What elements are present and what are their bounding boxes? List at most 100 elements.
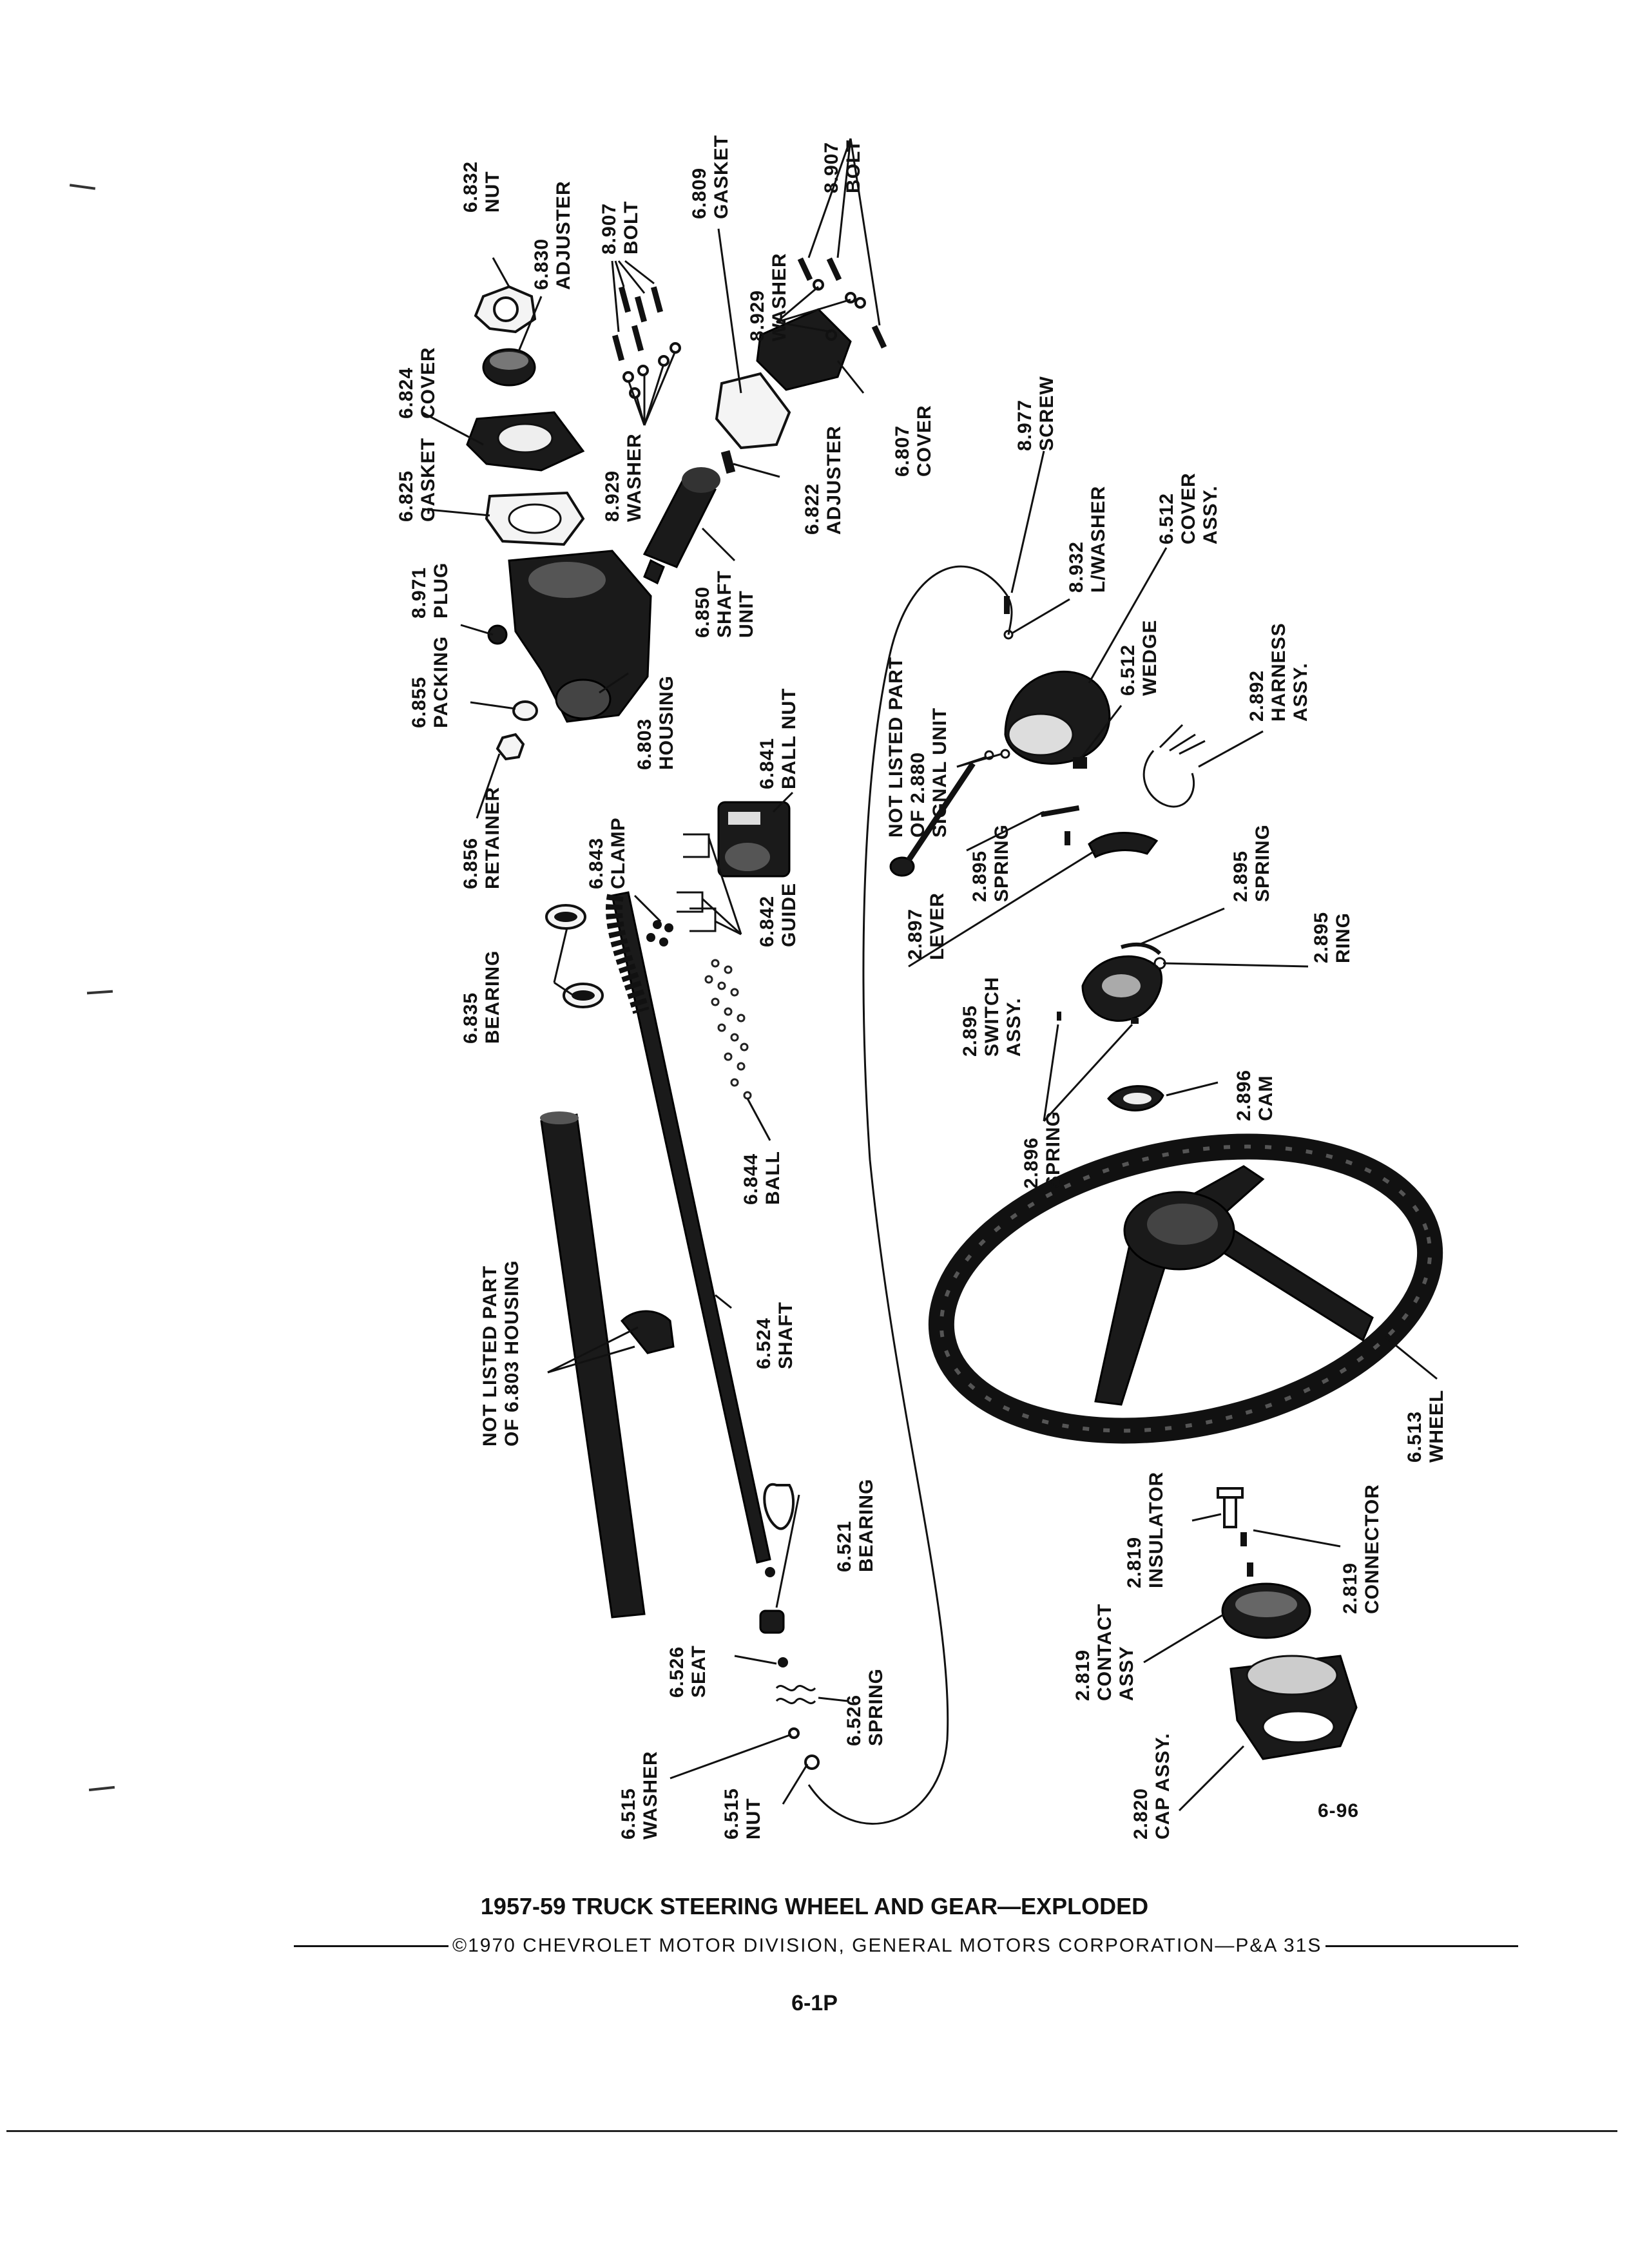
label-nut-6515: 6.515NUT [721,1788,764,1840]
label-lever-2897: 2.897LEVER [905,892,948,960]
wedge-6512-part [1073,757,1087,769]
spring-2896-part-b [1131,1018,1139,1024]
label-shaft-6524: 6.524SHAFT [753,1302,796,1369]
bolts-8907-left [612,286,664,361]
bolts-8907-right [797,257,887,349]
washer-6515-part [788,1727,800,1739]
label-nut-6832: 6.832NUT [460,161,503,213]
connector-2819-part [1240,1532,1247,1546]
label-gasket-6825: 6.825GASKET [396,437,439,522]
bearing-6521-part [759,1483,795,1634]
label-harness-2892: 2.892HARNESSASSY. [1246,622,1311,722]
label-bolt-8907-right: 8.907BOLT [821,140,864,193]
housing-6803-bore [555,678,612,720]
adjuster-6822-part [720,450,736,474]
label-spring-6526: 6.526SPRING [843,1668,887,1746]
label-spring-2895-b: 2.895SPRING [1230,824,1273,902]
copyright-rule-right [1325,1945,1518,1947]
copyright-line: ©1970 CHEVROLET MOTOR DIVISION, GENERAL … [294,1932,1518,1960]
label-ball-nut-6841: 6.841BALL NUT [757,688,800,789]
cap-assy-2820-part [1229,1655,1358,1760]
washers-8929-right [813,279,866,341]
label-ball-6844: 6.844BALL [740,1151,784,1205]
leader-lines [421,138,1438,1812]
bearings-6835-part [545,904,604,1008]
label-insulator-2819: 2.819INSULATOR [1124,1472,1167,1588]
guides-6842-part [677,833,717,932]
screw-8977-part [1004,596,1010,614]
clamp-6843-part [646,920,673,947]
label-cam-2896: 2.896CAM [1233,1070,1277,1121]
ball-nut-6841-part [717,801,791,878]
label-signal-unit: NOT LISTED PARTOF 2.880SIGNAL UNIT [885,657,950,838]
label-cover-6824: 6.824COVER [396,347,439,419]
label-clamp-6843: 6.843CLAMP [586,817,629,889]
wiring-harness-loop [807,565,1013,1825]
shaft-unit-6850-part [642,467,720,585]
label-lwasher-8932: 8.932L/WASHER [1066,486,1109,593]
insulator-2819-part [1217,1487,1244,1528]
label-cover-6807: 6.807COVER [892,405,935,477]
label-wheel-6513: 6.513WHEEL [1404,1390,1447,1463]
label-shaft-unit-6850: 6.850SHAFTUNIT [692,570,757,638]
switch-bracket-part [1088,832,1159,859]
label-wedge-6512: 6.512WEDGE [1117,620,1161,696]
label-ring-2895: 2.895RING [1311,912,1354,963]
plug-8971-part [487,624,508,645]
signal-unit-parts [889,749,1010,877]
label-adjuster-6830: 6.830ADJUSTER [531,180,574,290]
figure-title: 1957-59 TRUCK STEERING WHEEL AND GEAR—EX… [480,1893,1149,1919]
cam-2896-hole [1123,1093,1152,1104]
label-bolt-8907-left: 8.907BOLT [599,201,642,255]
label-switch-assy-2895: 2.895SWITCHASSY. [959,977,1025,1057]
label-bearing-6521: 6.521BEARING [834,1479,877,1572]
label-cap-assy-2820: 2.820CAP ASSY. [1130,1733,1173,1840]
balls-6844-part [704,959,752,1100]
contact-assy-2819-part [1221,1582,1311,1639]
figure-code: 6-96 [1318,1800,1359,1821]
switch-assy-2895-part [1081,942,1163,1022]
label-washer-8929-right: 8.929WASHER [747,253,790,341]
harness-2892-part [1142,724,1206,808]
lwasher-8932-part [1003,629,1014,640]
packing-6855-part [512,700,538,721]
label-bearing-6835: 6.835BEARING [460,950,503,1044]
label-washer-6515: 6.515WASHER [618,1751,661,1840]
label-seat-6526: 6.526SEAT [666,1645,709,1698]
cover-6824-boss [497,423,554,454]
copyright-text: ©1970 CHEVROLET MOTOR DIVISION, GENERAL … [452,1935,1322,1956]
copyright-rule-left [294,1945,448,1947]
label-gasket-6809: 6.809GASKET [689,135,732,219]
adjuster-6830-face [490,352,528,370]
housing-6803-top [528,562,606,598]
bottom-rule [6,2130,1617,2132]
label-washer-8929-left: 8.929WASHER [602,433,645,522]
seat-6526-part [778,1657,788,1667]
label-cover-assy-6512: 6.512COVERASSY. [1156,472,1221,544]
callout-labels: 6.832NUT 6.830ADJUSTER 8.907BOLT 6.809GA… [396,135,1447,1840]
lever-2897-part [1065,831,1070,845]
gasket-6809-part [715,372,791,450]
steering-wheel-6513-part [928,1133,1443,1444]
label-retainer-6856: 6.856RETAINER [460,787,503,889]
spring-2896-part [1057,1012,1061,1021]
steering-shaft-6524-part [606,891,775,1577]
mast-jacket-part [540,1111,675,1619]
retainer-6856-part [496,733,525,761]
cover-assy-6512-part [1004,670,1111,765]
label-guide-6842: 6.842GUIDE [757,883,800,947]
label-housing-6803: 6.803HOUSING [634,675,677,770]
label-spring-2895-a: 2.895SPRING [969,824,1012,902]
nut-6832-hole [493,296,519,322]
page-number: 6-1P [791,1991,838,2015]
nut-6515-part [804,1754,820,1770]
label-housing-note: NOT LISTED PARTOF 6.803 HOUSING [479,1260,523,1446]
gasket-6825-hole [508,503,562,534]
label-connector-2819: 2.819CONNECTOR [1340,1484,1383,1614]
connector-2819-part-b [1247,1562,1253,1577]
label-adjuster-6822: 6.822ADJUSTER [802,425,845,535]
label-packing-6855: 6.855PACKING [409,636,452,728]
label-spring-2896: 2.896SPRING [1021,1111,1064,1189]
label-contact-assy-2819: 2.819CONTACTASSY [1072,1604,1137,1701]
